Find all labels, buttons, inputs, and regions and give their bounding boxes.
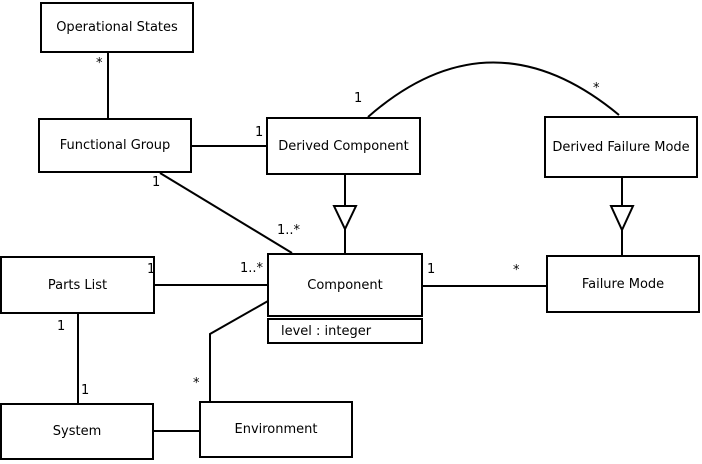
edge-derived-component-derived-failure-mode-arc[interactable] (367, 61, 620, 118)
attribute-level-integer: level : integer (281, 323, 372, 339)
class-box-failure-mode[interactable]: Failure Mode (546, 255, 700, 313)
class-name-derived-component: Derived Component (278, 138, 409, 154)
class-name-environment: Environment (234, 422, 318, 437)
generalization-triangle-failure-mode-icon[interactable] (609, 205, 635, 233)
class-name-system: System (52, 424, 102, 439)
generalization-triangle-component-icon[interactable] (332, 205, 358, 232)
class-attributes-component[interactable]: level : integer (267, 318, 423, 344)
class-name-parts-list: Parts List (47, 277, 108, 293)
class-name-derived-failure-mode: Derived Failure Mode (552, 139, 690, 155)
class-name-functional-group: Functional Group (59, 138, 171, 153)
multiplicity-component-diagonal-end: 1..* (277, 223, 301, 238)
class-name-component: Component (307, 277, 383, 293)
class-box-derived-component[interactable]: Derived Component (266, 117, 421, 175)
multiplicity-parts-list-line-end: 1 (147, 262, 156, 277)
multiplicity-derived-component-arc-end: 1 (354, 91, 363, 106)
multiplicity-component-parts-list-end: 1..* (240, 261, 264, 276)
multiplicity-operational-states-end: * (96, 56, 103, 71)
multiplicity-component-failure-line-end: 1 (427, 262, 436, 277)
class-box-system[interactable]: System (0, 403, 154, 460)
class-box-environment[interactable]: Environment (199, 401, 353, 458)
multiplicity-system-line-end: 1 (81, 383, 90, 398)
class-box-operational-states[interactable]: Operational States (40, 2, 194, 53)
multiplicity-functional-group-diagonal-end: 1 (152, 175, 161, 190)
class-name-failure-mode: Failure Mode (581, 276, 665, 292)
multiplicity-parts-list-system-end: 1 (57, 319, 66, 334)
edge-functional-group-component[interactable] (159, 172, 293, 254)
class-box-component[interactable]: Component (267, 253, 423, 317)
multiplicity-derived-component-line-end: 1 (255, 125, 264, 140)
multiplicity-environment-line-end: * (193, 376, 200, 391)
class-box-derived-failure-mode[interactable]: Derived Failure Mode (544, 116, 698, 178)
multiplicity-derived-failure-mode-arc-end: * (593, 81, 600, 96)
class-box-functional-group[interactable]: Functional Group (38, 118, 192, 173)
class-box-parts-list[interactable]: Parts List (0, 256, 155, 314)
class-name-operational-states: Operational States (56, 20, 178, 35)
edge-environment-component[interactable] (209, 300, 269, 402)
multiplicity-failure-mode-line-end: * (513, 263, 520, 278)
